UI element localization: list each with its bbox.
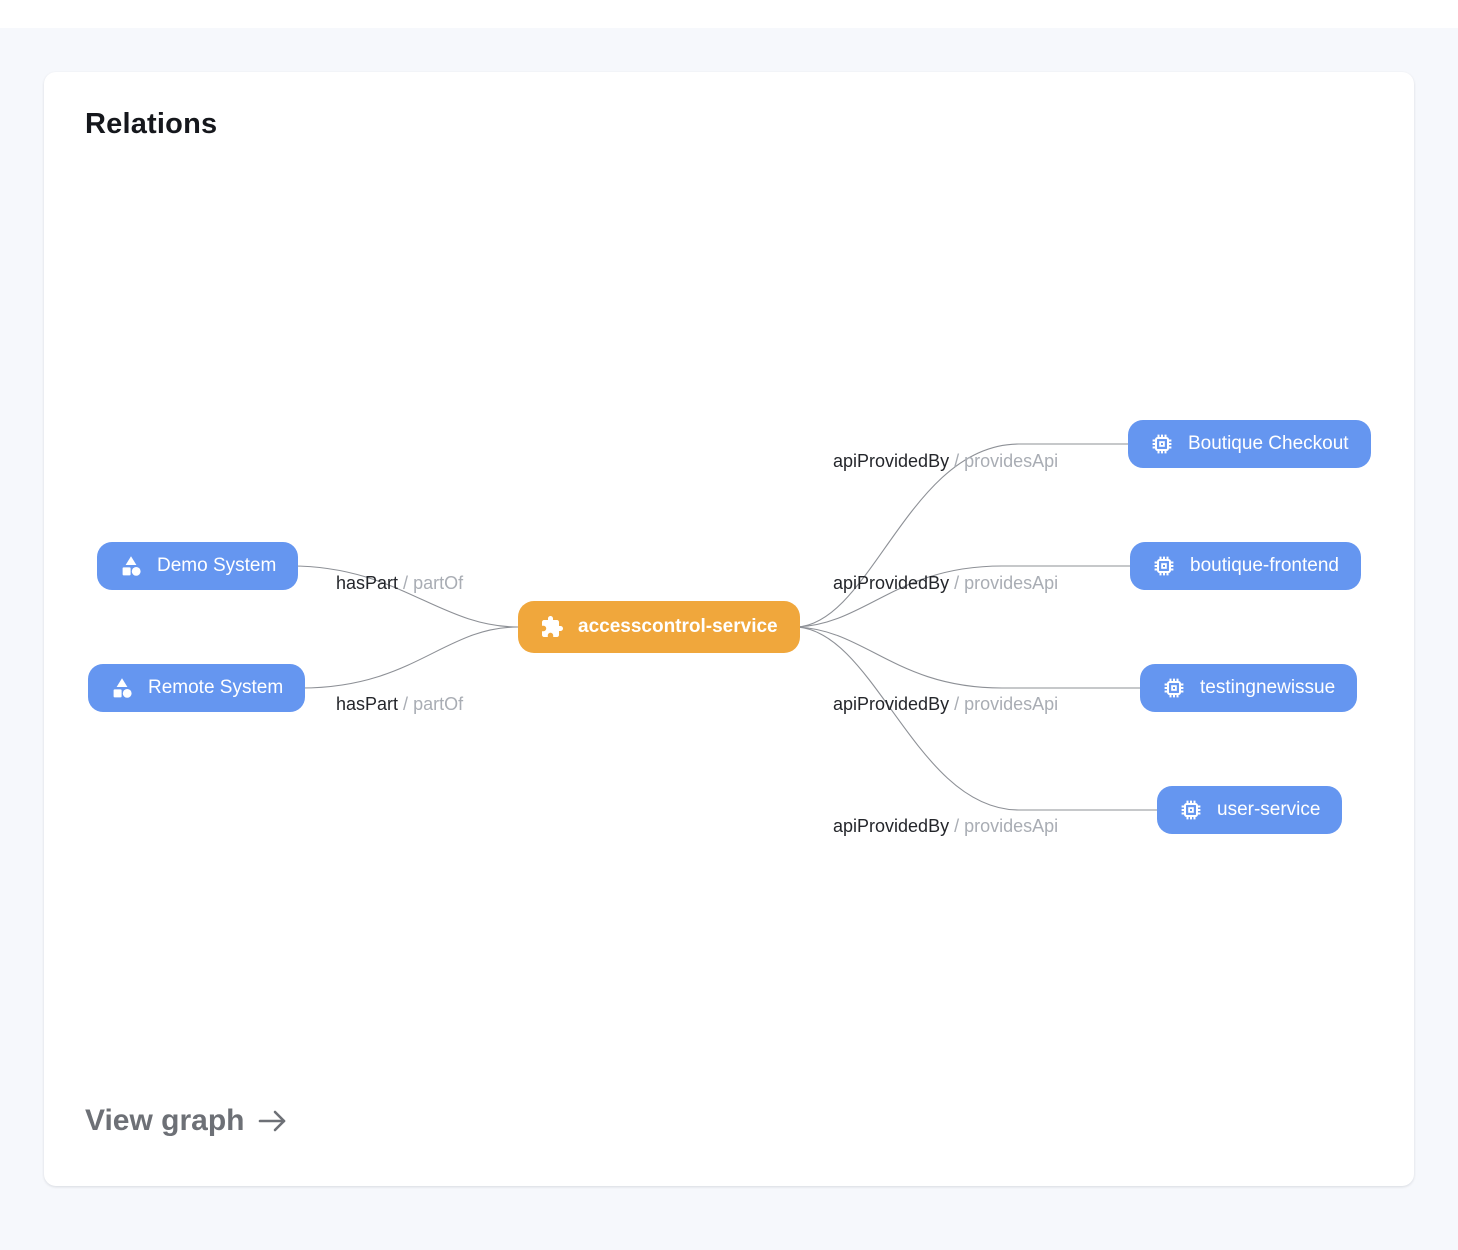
edge-label-apiprovidedby-2: apiProvidedBy/providesApi xyxy=(833,573,1059,593)
arrow-right-icon xyxy=(257,1108,289,1134)
node-remote-system[interactable]: Remote System xyxy=(88,664,306,712)
node-boutique-checkout[interactable]: Boutique Checkout xyxy=(1128,420,1371,468)
chip-icon xyxy=(1179,798,1203,822)
relations-graph-canvas xyxy=(290,443,1157,811)
edge-label-apiprovidedby-4: apiProvidedBy/providesApi xyxy=(833,816,1059,836)
edge-line-testingnewissue xyxy=(796,626,1140,689)
category-icon xyxy=(119,554,143,578)
node-label: Remote System xyxy=(148,677,284,698)
chip-icon xyxy=(1162,676,1186,700)
node-label: testingnewissue xyxy=(1200,677,1336,698)
node-label: accesscontrol-service xyxy=(578,616,778,637)
node-user-service[interactable]: user-service xyxy=(1157,786,1343,834)
edge-line-remote-system xyxy=(300,626,519,689)
node-demo-system[interactable]: Demo System xyxy=(97,542,299,590)
view-graph-label: View graph xyxy=(85,1104,245,1137)
puzzle-piece-icon xyxy=(540,615,564,639)
edge-line-demo-system xyxy=(290,565,519,628)
node-label: user-service xyxy=(1217,799,1321,820)
edge-label-haspart-2: hasPart/partOf xyxy=(336,694,464,714)
edge-label-apiprovidedby-1: apiProvidedBy/providesApi xyxy=(833,451,1059,471)
node-label: Boutique Checkout xyxy=(1188,433,1349,454)
edge-label-haspart-1: hasPart/partOf xyxy=(336,573,464,593)
view-graph-link[interactable]: View graph xyxy=(85,1104,289,1138)
edge-label-apiprovidedby-3: apiProvidedBy/providesApi xyxy=(833,694,1059,714)
relations-card: Relations Demo System Remote System xyxy=(44,72,1414,1186)
node-testingnewissue[interactable]: testingnewissue xyxy=(1140,664,1358,712)
node-boutique-frontend[interactable]: boutique-frontend xyxy=(1130,542,1361,590)
edge-line-user-service xyxy=(796,626,1157,811)
node-label: Demo System xyxy=(157,555,277,576)
category-icon xyxy=(110,676,134,700)
node-accesscontrol-service[interactable]: accesscontrol-service xyxy=(518,601,800,653)
node-label: boutique-frontend xyxy=(1190,555,1339,576)
edge-line-boutique-frontend xyxy=(796,565,1130,628)
card-title: Relations xyxy=(85,108,218,140)
chip-icon xyxy=(1150,432,1174,456)
chip-icon xyxy=(1152,554,1176,578)
edge-line-boutique-checkout xyxy=(796,443,1128,628)
